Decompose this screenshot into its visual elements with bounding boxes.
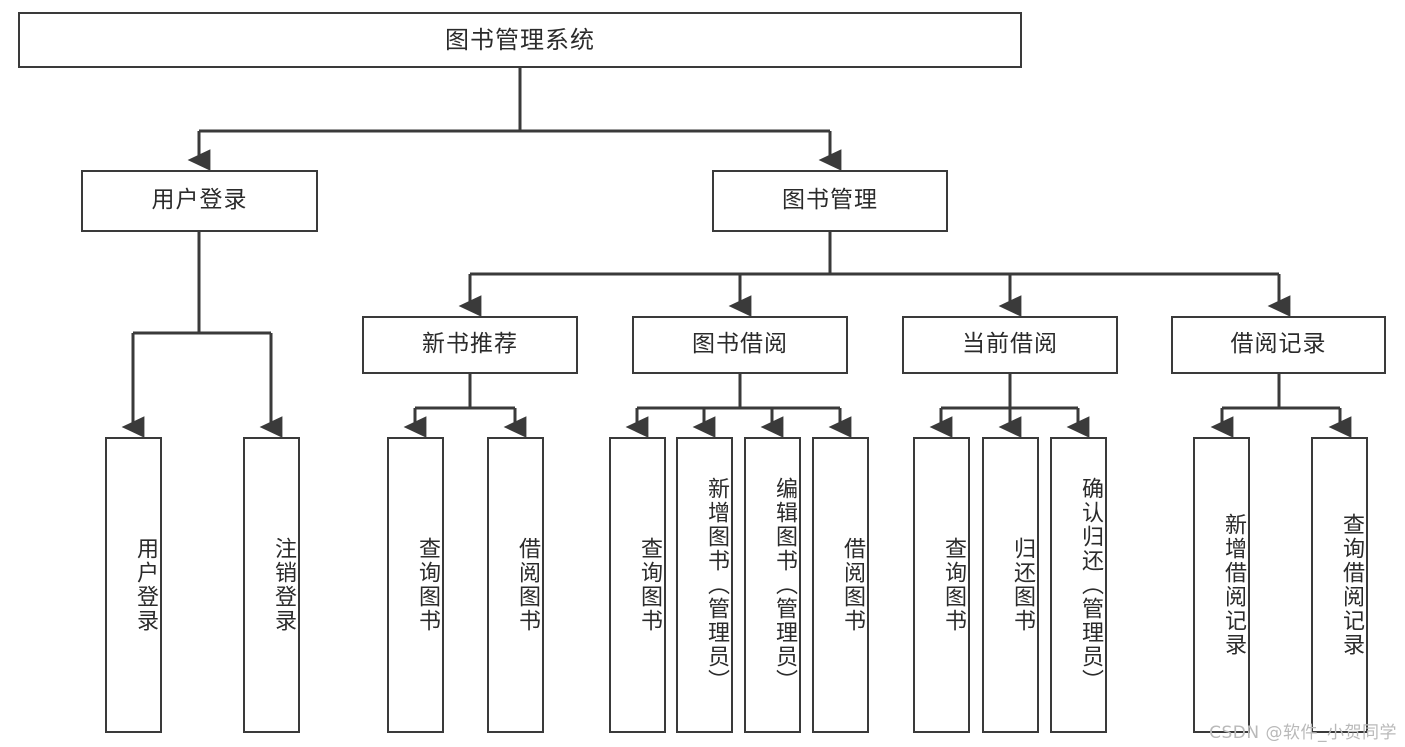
node-leaf-return-book[interactable]: 归还图书 xyxy=(982,437,1039,733)
node-current-borrow[interactable]: 当前借阅 xyxy=(902,316,1118,374)
node-leaf-return-book-label: 归还图书 xyxy=(1010,537,1035,633)
node-leaf-borrow-book-1[interactable]: 借阅图书 xyxy=(487,437,544,733)
watermark-text: CSDN @软件_小贺同学 xyxy=(1209,723,1397,743)
node-new-book-recommend[interactable]: 新书推荐 xyxy=(362,316,578,374)
node-leaf-user-login[interactable]: 用户登录 xyxy=(105,437,162,733)
node-leaf-query-book-2-label: 查询图书 xyxy=(637,537,662,633)
node-user-login[interactable]: 用户登录 xyxy=(81,170,318,232)
node-book-manage-label: 图书管理 xyxy=(782,187,878,214)
node-leaf-add-book-admin[interactable]: 新增图书（管理员） xyxy=(676,437,733,733)
node-root-system-label: 图书管理系统 xyxy=(445,25,595,54)
node-leaf-user-logout-label: 注销登录 xyxy=(271,537,296,633)
node-leaf-confirm-return-admin-label: 确认归还（管理员） xyxy=(1078,477,1103,693)
node-leaf-query-borrow-record[interactable]: 查询借阅记录 xyxy=(1311,437,1368,733)
node-leaf-confirm-return-admin[interactable]: 确认归还（管理员） xyxy=(1050,437,1107,733)
node-leaf-query-borrow-record-label: 查询借阅记录 xyxy=(1339,513,1364,657)
node-leaf-borrow-book-2[interactable]: 借阅图书 xyxy=(812,437,869,733)
node-leaf-borrow-book-1-label: 借阅图书 xyxy=(515,537,540,633)
node-borrow-record-label: 借阅记录 xyxy=(1230,331,1327,358)
node-leaf-user-login-label: 用户登录 xyxy=(133,537,158,633)
node-leaf-query-book-1-label: 查询图书 xyxy=(415,537,440,633)
node-root-system[interactable]: 图书管理系统 xyxy=(18,12,1022,68)
node-leaf-add-borrow-record-label: 新增借阅记录 xyxy=(1221,513,1246,657)
node-book-borrow[interactable]: 图书借阅 xyxy=(632,316,848,374)
node-leaf-query-book-3[interactable]: 查询图书 xyxy=(913,437,970,733)
node-new-book-recommend-label: 新书推荐 xyxy=(422,331,518,358)
node-leaf-add-book-admin-label: 新增图书（管理员） xyxy=(704,477,729,693)
node-leaf-query-book-2[interactable]: 查询图书 xyxy=(609,437,666,733)
node-leaf-add-borrow-record[interactable]: 新增借阅记录 xyxy=(1193,437,1250,733)
node-user-login-label: 用户登录 xyxy=(151,187,248,214)
node-leaf-edit-book-admin[interactable]: 编辑图书（管理员） xyxy=(744,437,801,733)
node-current-borrow-label: 当前借阅 xyxy=(962,331,1058,358)
node-leaf-borrow-book-2-label: 借阅图书 xyxy=(840,537,865,633)
node-book-borrow-label: 图书借阅 xyxy=(692,331,788,358)
node-leaf-query-book-1[interactable]: 查询图书 xyxy=(387,437,444,733)
node-book-manage[interactable]: 图书管理 xyxy=(712,170,948,232)
node-leaf-query-book-3-label: 查询图书 xyxy=(941,537,966,633)
node-leaf-edit-book-admin-label: 编辑图书（管理员） xyxy=(772,477,797,693)
node-borrow-record[interactable]: 借阅记录 xyxy=(1171,316,1386,374)
node-leaf-user-logout[interactable]: 注销登录 xyxy=(243,437,300,733)
